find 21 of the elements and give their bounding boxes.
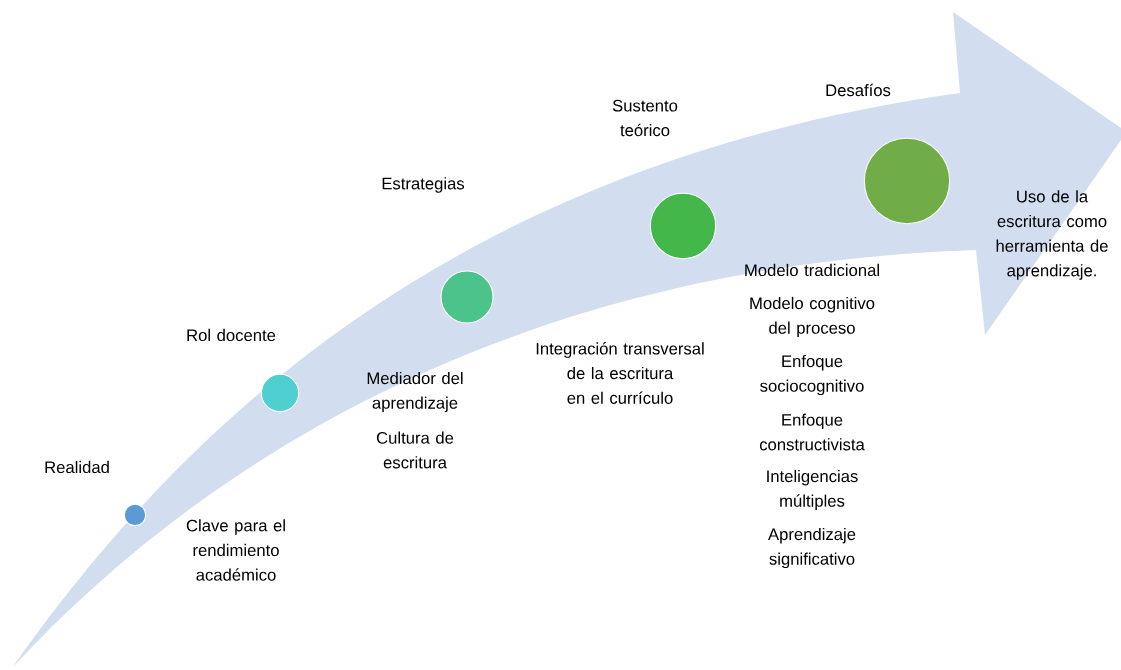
stage-description: Uso de la escritura como herramienta de aprendizaje. xyxy=(996,190,1108,280)
stage-heading: Desafíos xyxy=(826,83,891,97)
stage-description: Modelo cognitivo del proceso xyxy=(750,296,875,338)
stage-heading: Sustento teórico xyxy=(612,99,678,137)
stage-description: Aprendizaje significativo xyxy=(768,527,856,569)
stage-circle xyxy=(649,192,717,260)
stage-circle xyxy=(123,503,147,527)
stage-circle xyxy=(863,137,951,225)
stage-description: Integración transversal de la escritura en el currículo xyxy=(536,342,704,404)
stage-description: Enfoque constructivista xyxy=(759,413,865,451)
stage-description: Cultura de escritura xyxy=(376,431,454,469)
stage-circle xyxy=(260,373,300,413)
stage-circle xyxy=(440,270,494,324)
stage-description: Modelo tradicional xyxy=(745,263,879,277)
stage-description: Inteligencias múltiples xyxy=(767,469,858,511)
stage-heading: Estrategias xyxy=(382,177,465,193)
stage-description: Mediador del aprendizaje xyxy=(367,371,463,413)
stage-description: Clave para el rendimiento académico xyxy=(186,519,285,581)
stage-heading: Rol docente xyxy=(187,328,276,342)
stage-description: Enfoque sociocognitivo xyxy=(760,354,864,396)
stage-heading: Realidad xyxy=(45,460,109,474)
